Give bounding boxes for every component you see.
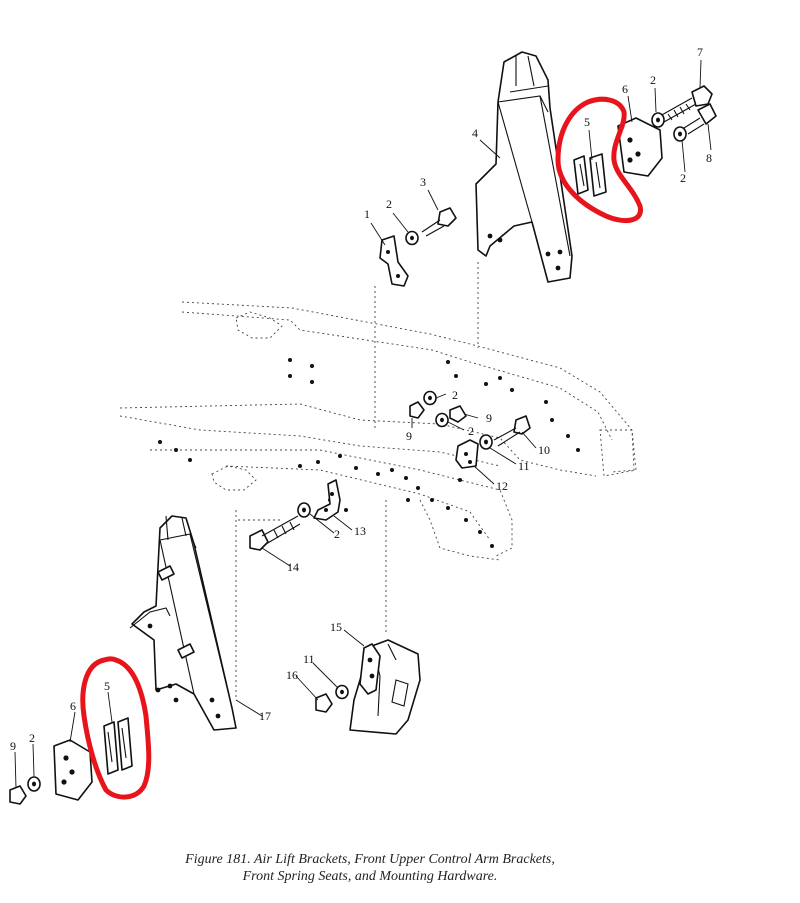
callout-2: 2 (334, 527, 340, 541)
callout-labels: 1 2 3 4 5 6 2 7 8 2 2 9 9 2 10 11 12 13 … (10, 45, 712, 753)
air-lift-bracket-4 (475, 51, 573, 283)
control-arm-bracket-1 (379, 235, 409, 287)
callout-7: 7 (697, 45, 703, 59)
spring-seat-15 (315, 639, 421, 735)
leader-lines (14, 59, 712, 789)
callout-2: 2 (29, 731, 35, 745)
callout-12: 12 (496, 479, 508, 493)
callout-6: 6 (622, 82, 628, 96)
callout-2: 2 (386, 197, 392, 211)
mounting-plate-6-lower (53, 739, 93, 801)
callout-2: 2 (680, 171, 686, 185)
bolt-3 (421, 207, 457, 237)
washer-2-upper-a (651, 112, 665, 128)
red-highlight-circle-upper (555, 96, 643, 224)
washer-2-upper-b (673, 126, 687, 142)
red-highlight-circle-lower (80, 656, 152, 800)
callout-14: 14 (287, 560, 299, 574)
spacer-5-lower (103, 717, 133, 775)
figure-caption-line-2: Front Spring Seats, and Mounting Hardwar… (242, 869, 498, 884)
vehicle-frame-phantom (119, 262, 637, 700)
callout-4: 4 (472, 126, 478, 140)
bolt-8 (683, 103, 717, 135)
callout-2: 2 (468, 424, 474, 438)
callout-5: 5 (584, 115, 590, 129)
callout-5: 5 (104, 679, 110, 693)
callout-15: 15 (330, 620, 342, 634)
washer-2-bracket-1 (405, 230, 419, 246)
callout-10: 10 (538, 443, 550, 457)
callout-16: 16 (286, 668, 298, 682)
callout-17: 17 (259, 709, 271, 723)
callout-2: 2 (452, 388, 458, 402)
callout-13: 13 (354, 524, 366, 538)
callout-9: 9 (406, 429, 412, 443)
spacer-5-upper (573, 153, 607, 197)
hardware-cluster-middle (249, 390, 531, 551)
callout-11: 11 (518, 459, 530, 473)
callout-9: 9 (10, 739, 16, 753)
air-lift-bracket-17 (129, 515, 237, 731)
washer-2-lower-left (27, 776, 41, 792)
bolt-7 (659, 85, 713, 123)
nut-9-lower-left (9, 785, 27, 805)
callout-11: 11 (303, 652, 315, 666)
mounting-plate-6-upper (617, 117, 663, 177)
callout-3: 3 (420, 175, 426, 189)
callout-9: 9 (486, 411, 492, 425)
figure-caption-line-1: Figure 181. Air Lift Brackets, Front Upp… (185, 852, 555, 867)
callout-8: 8 (706, 151, 712, 165)
callout-6: 6 (70, 699, 76, 713)
callout-2: 2 (650, 73, 656, 87)
callout-1: 1 (364, 207, 370, 221)
